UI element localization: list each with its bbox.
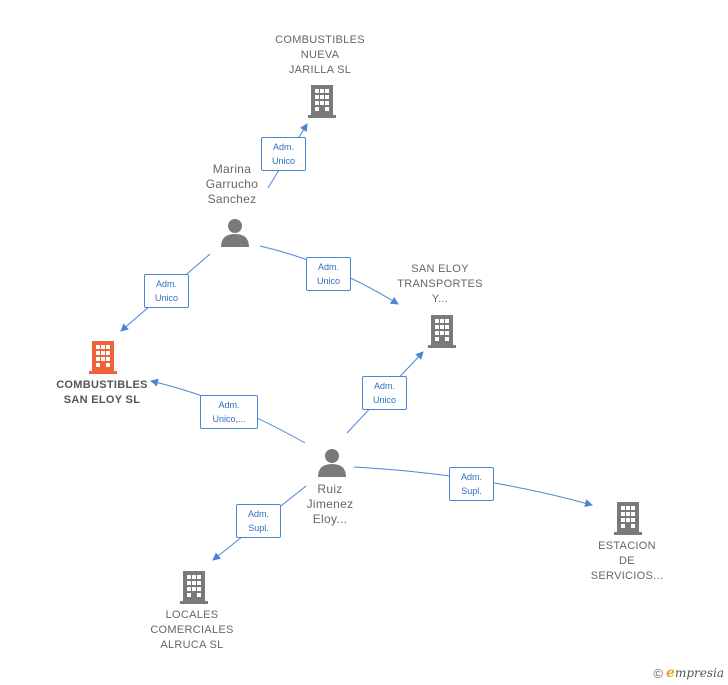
- node-label-marina-garrucho[interactable]: Marina Garrucho Sanchez: [182, 162, 282, 207]
- badge-line: Unico: [316, 276, 340, 286]
- badge-line: Unico: [372, 395, 396, 405]
- node-label-estacion-servicios[interactable]: ESTACION DE SERVICIOS...: [577, 539, 677, 584]
- label-line: SAN ELOY: [411, 263, 469, 275]
- label-line: Ruiz: [317, 482, 343, 496]
- building-icon[interactable]: [178, 570, 210, 604]
- label-line: Y...: [431, 293, 449, 305]
- label-line: ALRUCA SL: [160, 639, 224, 651]
- label-line: SERVICIOS...: [590, 570, 664, 582]
- label-line: COMBUSTIBLES: [275, 34, 365, 46]
- label-line: LOCALES: [165, 609, 219, 621]
- label-line: COMERCIALES: [150, 624, 234, 636]
- node-label-combustibles-nueva-jarilla[interactable]: COMBUSTIBLES NUEVA JARILLA SL: [260, 33, 380, 78]
- footer-branding: © empresia: [653, 665, 724, 681]
- badge-line: Adm.: [317, 262, 339, 272]
- badge-line: Supl.: [461, 486, 482, 496]
- label-line: SAN ELOY SL: [63, 394, 141, 406]
- edge-badge-adm-unico[interactable]: Adm. Unico: [144, 274, 189, 308]
- building-icon-focus[interactable]: [87, 340, 119, 374]
- label-line: COMBUSTIBLES: [56, 379, 148, 391]
- label-line: TRANSPORTES: [397, 278, 483, 290]
- label-line: JARILLA SL: [288, 64, 352, 76]
- label-line: Sanchez: [207, 192, 257, 206]
- node-label-san-eloy-transportes[interactable]: SAN ELOY TRANSPORTES Y...: [385, 262, 495, 307]
- edge-badge-adm-unico-multiple[interactable]: Adm. Unico,...: [200, 395, 258, 429]
- badge-line: Adm.: [373, 381, 395, 391]
- edge-badge-adm-supl[interactable]: Adm. Supl.: [236, 504, 281, 538]
- node-label-locales-comerciales[interactable]: LOCALES COMERCIALES ALRUCA SL: [137, 608, 247, 653]
- label-line: Jimenez: [306, 497, 354, 511]
- edge-badge-adm-supl[interactable]: Adm. Supl.: [449, 467, 494, 501]
- brand-logo[interactable]: empresia: [666, 665, 724, 681]
- building-icon[interactable]: [306, 84, 338, 118]
- badge-line: Adm.: [272, 142, 294, 152]
- label-line: Garrucho: [205, 177, 259, 191]
- label-line: Eloy...: [312, 512, 348, 526]
- edge-badge-adm-unico[interactable]: Adm. Unico: [306, 257, 351, 291]
- node-label-combustibles-san-eloy[interactable]: COMBUSTIBLES SAN ELOY SL: [40, 378, 164, 408]
- badge-line: Supl.: [248, 523, 269, 533]
- edge-badge-adm-unico[interactable]: Adm. Unico: [362, 376, 407, 410]
- badge-line: Adm.: [155, 279, 177, 289]
- edge-badge-adm-unico[interactable]: Adm. Unico: [261, 137, 306, 171]
- badge-line: Unico,...: [212, 414, 246, 424]
- building-icon[interactable]: [426, 314, 458, 348]
- person-icon[interactable]: [316, 448, 348, 478]
- badge-line: Adm.: [247, 509, 269, 519]
- node-label-ruiz-jimenez[interactable]: Ruiz Jimenez Eloy...: [290, 482, 370, 527]
- label-line: Marina: [212, 162, 252, 176]
- label-line: DE: [619, 555, 635, 567]
- label-line: NUEVA: [300, 49, 340, 61]
- brand-rest: mpresia: [674, 666, 724, 680]
- label-line: ESTACION: [598, 540, 656, 552]
- badge-line: Adm.: [460, 472, 482, 482]
- badge-line: Unico: [271, 156, 295, 166]
- person-icon[interactable]: [219, 218, 251, 248]
- badge-line: Adm.: [218, 400, 240, 410]
- badge-line: Unico: [154, 293, 178, 303]
- copyright-icon: ©: [653, 665, 664, 681]
- brand-initial: e: [666, 665, 675, 681]
- building-icon[interactable]: [612, 501, 644, 535]
